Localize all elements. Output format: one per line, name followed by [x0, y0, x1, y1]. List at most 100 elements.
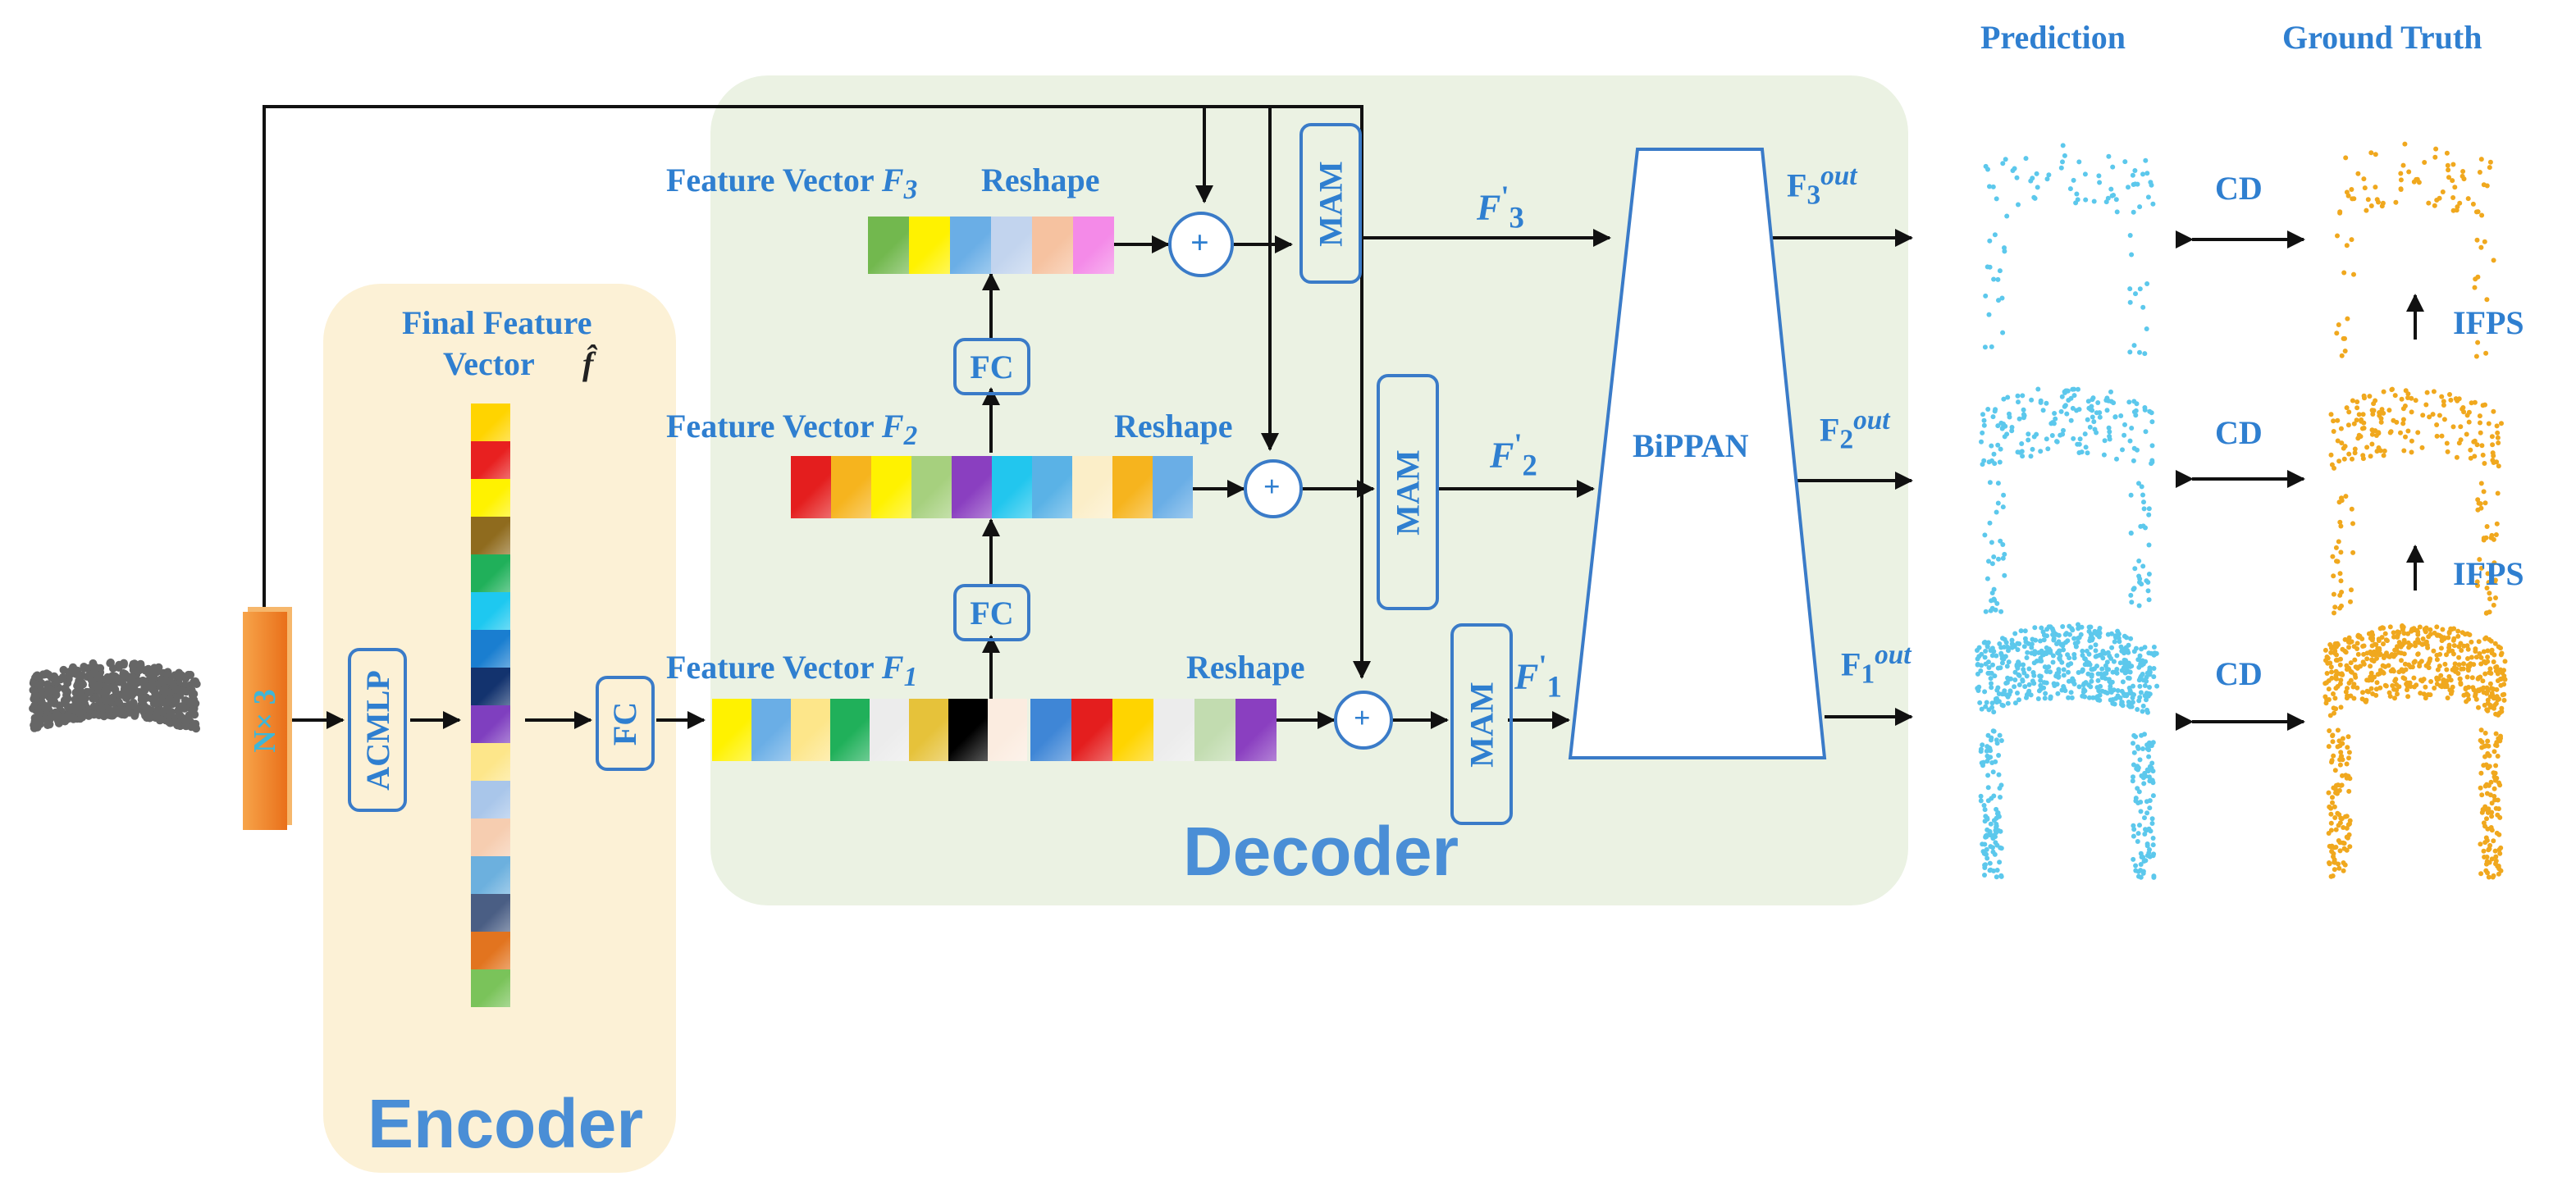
- cloud-point: [2337, 605, 2343, 611]
- cloud-point: [2140, 171, 2145, 177]
- encoder-title: Encoder: [368, 1085, 644, 1162]
- cloud-point: [2372, 641, 2377, 647]
- cloud-point: [2469, 675, 2475, 681]
- cloud-point: [2349, 587, 2354, 593]
- cloud-point: [2427, 414, 2432, 420]
- cloud-point: [2338, 677, 2344, 683]
- cloud-point: [2138, 523, 2144, 529]
- cloud-point: [2137, 683, 2143, 689]
- cloud-point: [2026, 688, 2032, 694]
- cloud-point: [2120, 703, 2126, 709]
- cloud-point: [2135, 447, 2140, 453]
- cloud-point: [2486, 847, 2492, 853]
- cloud-point: [2349, 506, 2354, 512]
- cloud-point: [2354, 399, 2360, 404]
- bippan-label: BiPPAN: [1633, 427, 1749, 464]
- cloud-point: [2493, 854, 2499, 860]
- cloud-point: [2016, 399, 2021, 405]
- cloud-point: [1978, 746, 1984, 752]
- cloud-point: [2432, 686, 2437, 691]
- cloud-point: [2038, 673, 2044, 679]
- cloud-point: [2090, 414, 2095, 420]
- cloud-point: [1989, 681, 1994, 686]
- cloud-point: [1986, 559, 1991, 564]
- cloud-point: [2071, 435, 2076, 441]
- cloud-point: [2129, 252, 2135, 258]
- cloud-point: [1981, 417, 1987, 423]
- cloud-point: [2122, 650, 2127, 656]
- cloud-point: [119, 660, 128, 669]
- cloud-point: [2093, 642, 2099, 648]
- cloud-point: [2457, 676, 2463, 682]
- cloud-point: [2339, 590, 2345, 595]
- cloud-point: [2493, 731, 2499, 736]
- cloud-point: [2337, 681, 2343, 686]
- cloud-point: [2061, 427, 2066, 433]
- cloud-point: [2350, 456, 2354, 462]
- cloud-point: [1976, 684, 1982, 690]
- cloud-point: [1989, 645, 1995, 651]
- cloud-point: [2398, 430, 2403, 435]
- cloud-point: [2333, 658, 2339, 663]
- ground-truth-cloud-3: [2334, 141, 2496, 359]
- cloud-point: [2002, 636, 2007, 642]
- cloud-point: [2480, 403, 2486, 408]
- cloud-point: [2344, 761, 2350, 767]
- cloud-point: [162, 670, 171, 679]
- cloud-point: [2433, 146, 2439, 152]
- cloud-point: [2130, 778, 2135, 784]
- cloud-point: [2344, 814, 2350, 819]
- cloud-point: [2368, 651, 2374, 657]
- cloud-point: [121, 670, 130, 678]
- cloud-point: [2048, 669, 2053, 675]
- cloud-point: [2399, 658, 2404, 663]
- cloud-point: [2409, 449, 2414, 455]
- cloud-point: [2108, 690, 2114, 695]
- cloud-point: [130, 711, 139, 720]
- f1-cell: [870, 699, 909, 761]
- cloud-point: [1998, 828, 2003, 834]
- cloud-point: [2364, 688, 2370, 694]
- cloud-point: [2336, 782, 2341, 788]
- cloud-point: [2491, 873, 2496, 878]
- cloud-point: [106, 658, 115, 667]
- cloud-point: [1985, 576, 1990, 581]
- add-node-3: [1168, 212, 1234, 277]
- cloud-point: [2007, 691, 2012, 697]
- cloud-point: [2324, 680, 2329, 686]
- f3-cell: [868, 217, 909, 274]
- mam-block-1: MAM: [1450, 623, 1513, 825]
- f1-reshaped-cell: [1153, 699, 1194, 761]
- cloud-point: [2439, 433, 2445, 439]
- cloud-point: [2341, 825, 2346, 830]
- input-point-cloud: [29, 658, 201, 733]
- cloud-point: [2341, 445, 2346, 451]
- cloud-point: [2095, 677, 2101, 683]
- cloud-point: [2020, 454, 2026, 459]
- cloud-point: [2144, 742, 2150, 748]
- cloud-point: [2447, 392, 2452, 397]
- cloud-point: [2431, 648, 2437, 654]
- cloud-point: [2482, 500, 2488, 506]
- decoder-fc-block-upper: FC: [953, 338, 1030, 395]
- cloud-point: [2113, 669, 2119, 675]
- cloud-point: [2478, 661, 2484, 667]
- cloud-point: [2466, 685, 2471, 690]
- cloud-point: [1982, 689, 1988, 695]
- cloud-point: [2336, 823, 2341, 828]
- cloud-point: [2332, 604, 2338, 610]
- cloud-point: [2070, 676, 2076, 682]
- f1-cell: [830, 699, 870, 761]
- cloud-point: [2147, 408, 2153, 414]
- cloud-point: [2364, 445, 2370, 450]
- cloud-point: [2143, 827, 2148, 832]
- cloud-point: [2450, 195, 2456, 200]
- cloud-point: [2028, 178, 2034, 184]
- cloud-point: [2468, 455, 2473, 461]
- f1-cell: [791, 699, 830, 761]
- cloud-point: [2495, 754, 2501, 759]
- cloud-point: [2141, 781, 2147, 787]
- cloud-point: [2328, 650, 2334, 655]
- cloud-point: [2387, 694, 2393, 699]
- cloud-point: [2414, 627, 2420, 633]
